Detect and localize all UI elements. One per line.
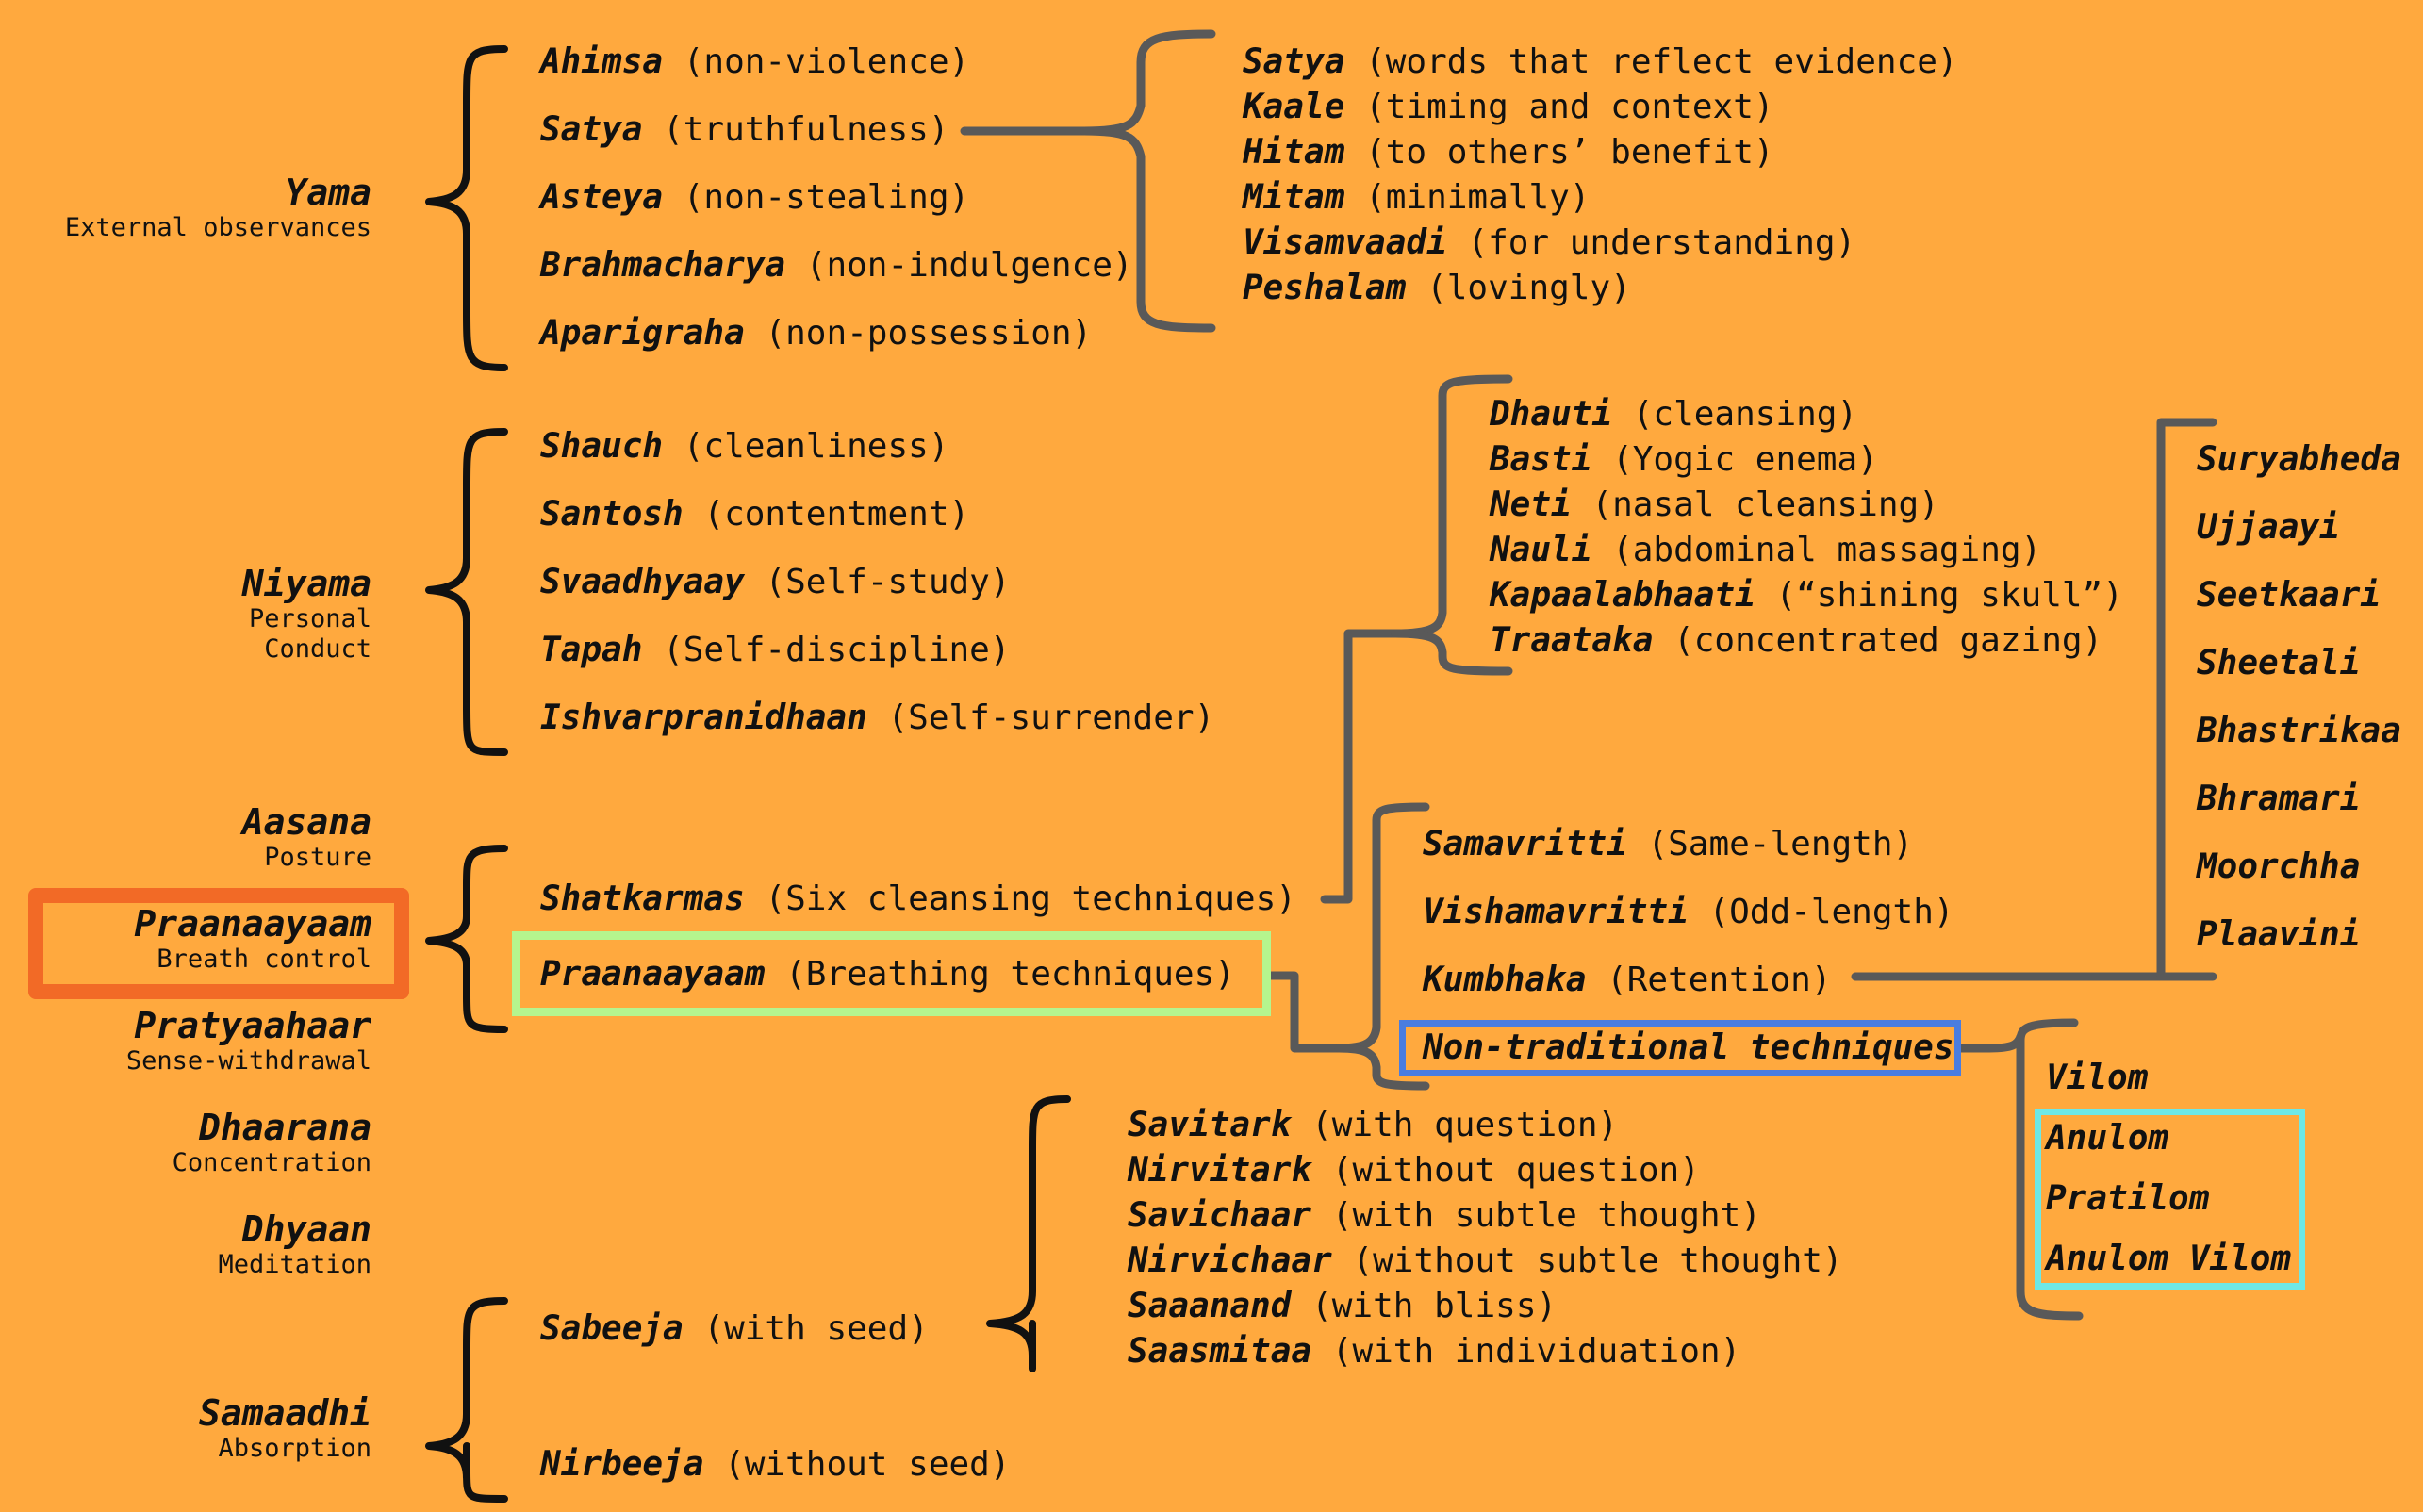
- limb-name: Praanaayaam: [134, 903, 371, 945]
- shatkarma-item: Basti (Yogic enema): [1490, 440, 1878, 479]
- niyama-item: Ishvarpranidhaan (Self-surrender): [540, 698, 1215, 737]
- pranayama-item-breathing: Praanaayaam (Breathing techniques): [540, 955, 1235, 994]
- kumbhaka-item: Bhramari: [2197, 780, 2361, 818]
- yama-item: Ahimsa (non-violence): [540, 42, 970, 81]
- limb-name: Dhyaan: [241, 1208, 371, 1250]
- limb-praanaayaam: Praanaayaam Breath control: [134, 903, 371, 975]
- shatkarma-item: Dhauti (cleansing): [1490, 395, 1858, 434]
- satya-item: Visamvaadi (for understanding): [1243, 223, 1856, 262]
- pranayama-brace: [425, 845, 508, 1033]
- sabeeja-brace: [986, 1095, 1071, 1372]
- sabeeja-item: Nirvitark (without question): [1128, 1151, 1700, 1190]
- limb-sub: Meditation: [218, 1250, 371, 1279]
- kumbhaka-item: Seetkaari: [2197, 576, 2382, 615]
- kumbhaka-connector: [1851, 418, 2217, 981]
- highlight-nontraditional: [1399, 1020, 1961, 1076]
- satya-item: Kaale (timing and context): [1243, 88, 1774, 126]
- shatkarma-item: Traataka (concentrated gazing): [1490, 621, 2103, 660]
- sabeeja-item: Saaanand (with bliss): [1128, 1287, 1558, 1325]
- limb-sub: Concentration: [172, 1148, 371, 1177]
- kumbhaka-item: Moorchha: [2197, 847, 2361, 886]
- samaadhi-item: Sabeeja (with seed): [540, 1309, 929, 1348]
- nontraditional-item: Anulom: [2046, 1119, 2169, 1158]
- limb-name: Pratyaahaar: [134, 1005, 371, 1046]
- limb-samaadhi: Samaadhi Absorption: [199, 1392, 371, 1464]
- samaadhi-item: Nirbeeja (without seed): [540, 1445, 1011, 1484]
- limb-name: Dhaarana: [198, 1107, 371, 1148]
- shatkarma-item: Neti (nasal cleansing): [1490, 485, 1939, 524]
- pranayama-item-shatkarmas: Shatkarmas (Six cleansing techniques): [540, 879, 1296, 918]
- limb-name: Niyama: [241, 563, 371, 604]
- satya-item: Satya (words that reflect evidence): [1243, 42, 1958, 81]
- sabeeja-item: Nirvichaar (without subtle thought): [1128, 1241, 1843, 1280]
- breathing-brace-lower: [1334, 1044, 1430, 1091]
- niyama-item: Tapah (Self-discipline): [540, 631, 1011, 669]
- limb-sub: External observances: [64, 213, 371, 242]
- shatkarmas-connector: [1320, 374, 1513, 904]
- breathing-item: Kumbhaka (Retention): [1423, 961, 1832, 999]
- limb-name: Samaadhi: [198, 1392, 371, 1434]
- shatkarmas-brace-lower: [1391, 629, 1513, 676]
- limb-sub: Sense-withdrawal: [125, 1046, 371, 1076]
- satya-item: Hitam (to others’ benefit): [1243, 133, 1774, 172]
- nontraditional-brace: [2016, 1032, 2084, 1321]
- kumbhaka-item: Suryabheda: [2197, 440, 2401, 479]
- niyama-item: Shauch (cleanliness): [540, 427, 949, 466]
- niyama-brace: [425, 428, 508, 756]
- sabeeja-item: Saasmitaa (with individuation): [1128, 1332, 1741, 1371]
- highlight-breathing-techniques: [512, 931, 1271, 1016]
- limb-sub: Posture: [264, 843, 371, 872]
- kumbhaka-item: Plaavini: [2197, 915, 2361, 954]
- niyama-item: Svaadhyaay (Self-study): [540, 563, 1011, 601]
- limb-dhaarana: Dhaarana Concentration: [173, 1107, 371, 1178]
- yama-item: Brahmacharya (non-indulgence): [540, 246, 1133, 285]
- breathing-item-nontraditional: Non-traditional techniques: [1423, 1028, 1954, 1067]
- kumbhaka-item: Ujjaayi: [2197, 508, 2340, 547]
- highlight-anulom-group: [2035, 1109, 2305, 1290]
- shatkarma-item: Kapaalabhaati (“shining skull”): [1490, 576, 2123, 615]
- kumbhaka-item: Bhastrikaa: [2197, 712, 2401, 750]
- yama-item: Satya (truthfulness): [540, 110, 949, 149]
- limb-name: Aasana: [241, 801, 371, 843]
- satya-item: Mitam (minimally): [1243, 178, 1591, 217]
- limb-sub: Absorption: [218, 1434, 371, 1463]
- sabeeja-item: Savitark (with question): [1128, 1106, 1619, 1144]
- satya-connector: [960, 29, 1216, 136]
- shatkarma-item: Nauli (abdominal massaging): [1490, 531, 2042, 569]
- niyama-item: Santosh (contentment): [540, 495, 970, 534]
- limb-aasana: Aasana Posture: [242, 801, 371, 873]
- samaadhi-brace: [425, 1297, 508, 1503]
- limb-sub: Personal Conduct: [248, 604, 371, 664]
- limb-sub: Breath control: [157, 945, 371, 974]
- limb-pratyaahaar: Pratyaahaar Sense-withdrawal: [126, 1005, 371, 1076]
- nontraditional-item: Vilom: [2046, 1059, 2149, 1097]
- nontraditional-item: Pratilom: [2046, 1179, 2210, 1218]
- yama-brace: [425, 45, 508, 371]
- nontraditional-item: Anulom Vilom: [2046, 1240, 2292, 1278]
- yama-item: Asteya (non-stealing): [540, 178, 970, 217]
- kumbhaka-item: Sheetali: [2197, 644, 2361, 682]
- yama-item: Aparigraha (non-possession): [540, 314, 1093, 353]
- limb-name: Yama: [285, 172, 371, 213]
- satya-item: Peshalam (lovingly): [1243, 269, 1631, 307]
- limb-dhyaan: Dhyaan Meditation: [218, 1208, 371, 1280]
- breathing-item: Samavritti (Same-length): [1423, 825, 1914, 863]
- limb-yama: Yama External observances: [65, 172, 371, 243]
- limb-niyama: Niyama Personal Conduct: [239, 563, 371, 665]
- satya-brace-lower: [1080, 126, 1216, 333]
- sabeeja-item: Savichaar (with subtle thought): [1128, 1196, 1761, 1235]
- breathing-item: Vishamavritti (Odd-length): [1423, 893, 1954, 931]
- highlight-praanaayaam-limb: [28, 888, 409, 999]
